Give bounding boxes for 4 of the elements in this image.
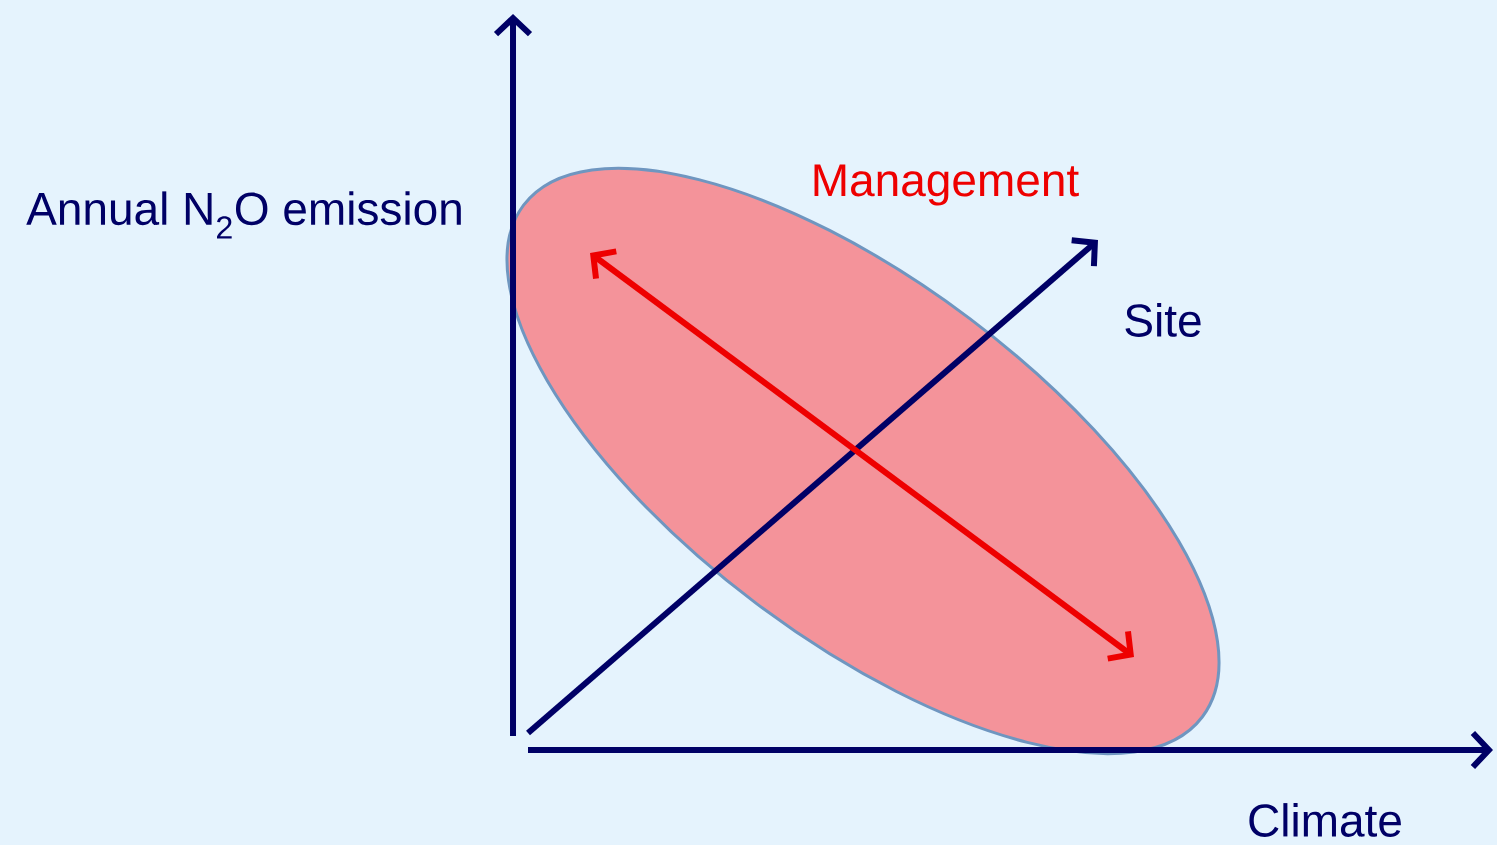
axis-label: Annual N$_{2}$O emission	[26, 191, 461, 239]
axis-label: Climate	[1249, 803, 1401, 837]
axis-label: Management	[814, 164, 1079, 206]
axis-label: Site	[1125, 303, 1201, 337]
